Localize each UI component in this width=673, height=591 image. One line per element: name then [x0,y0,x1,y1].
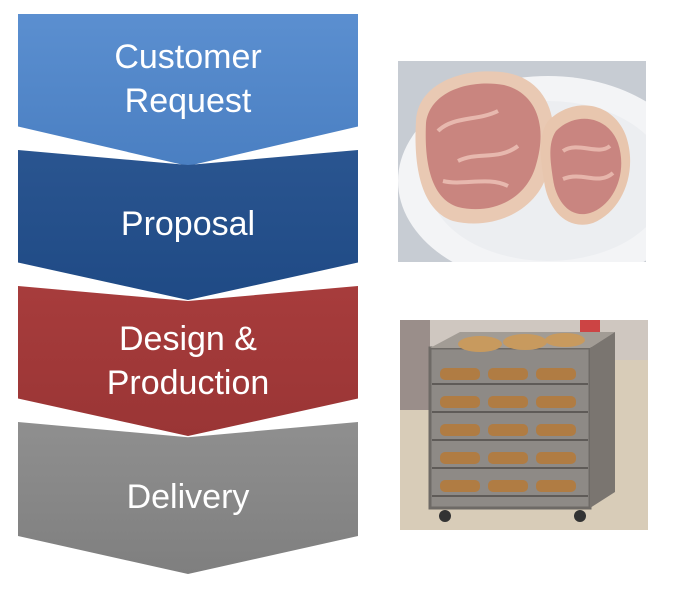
step-label: Design & Production [106,320,270,402]
trolley-rack-of-packaged-meat-icon [400,320,648,530]
step-label: Customer Request [114,38,262,120]
step-customer-request: Customer Request [18,14,358,166]
step-label: Proposal [120,205,256,243]
process-flow: Customer Request Proposal Design & Produ… [18,14,358,574]
rack-photo [400,320,648,530]
step-delivery: Delivery [18,422,358,574]
step-label: Delivery [126,478,250,516]
sliced-ham-on-plate-icon [398,61,646,262]
step-design-production: Design & Production [18,286,358,436]
step-proposal: Proposal [18,150,358,300]
ham-photo [398,61,646,262]
